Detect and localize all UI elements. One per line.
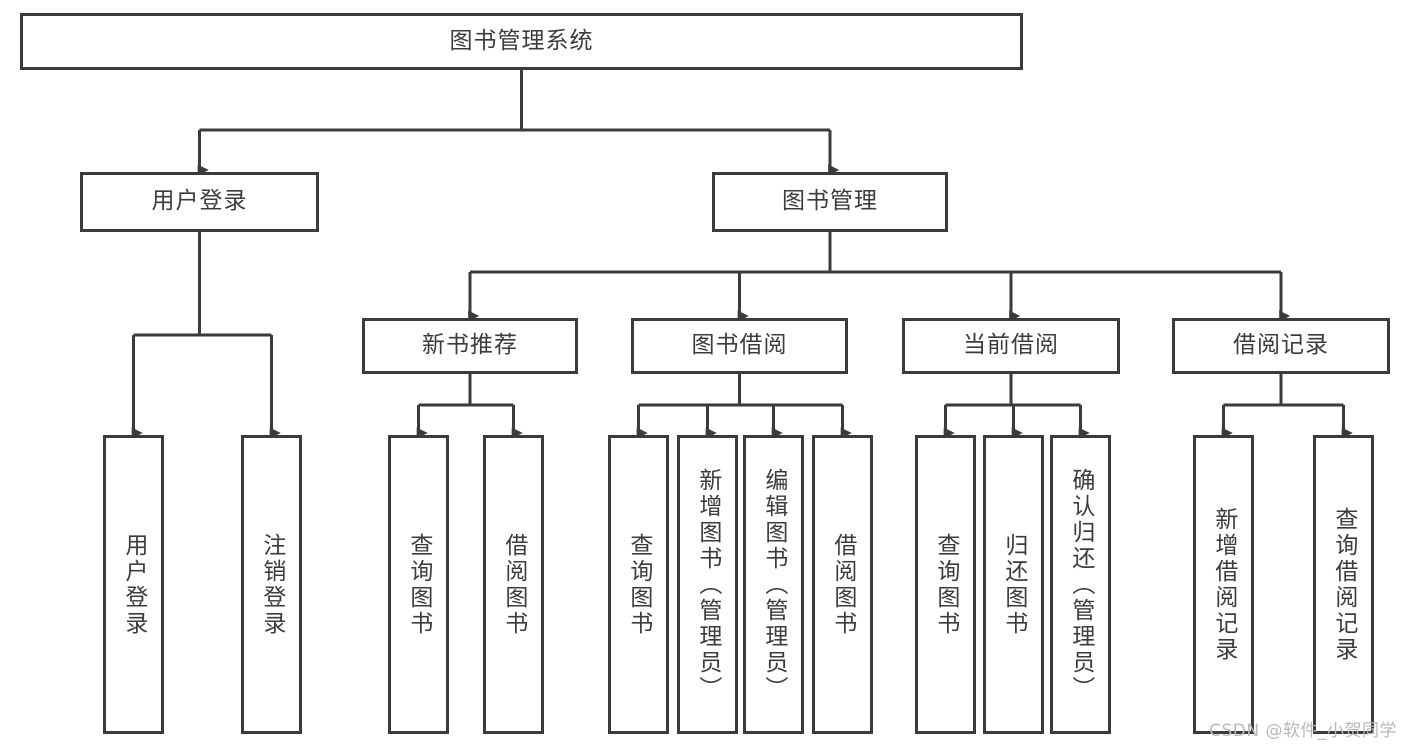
node-leaf-edit-book-admin[interactable]: 编辑图书（管理员）	[743, 435, 804, 734]
node-leaf-query-book-1[interactable]: 查询图书	[388, 435, 449, 734]
node-label: 查询借阅记录	[1330, 506, 1357, 663]
node-label: 图书管理系统	[449, 27, 594, 54]
node-current-borrow[interactable]: 当前借阅	[902, 318, 1120, 374]
node-leaf-user-logout[interactable]: 注销登录	[241, 435, 302, 734]
node-user-login[interactable]: 用户登录	[80, 172, 319, 232]
node-label: 用户登录	[151, 188, 248, 215]
node-leaf-confirm-return-admin[interactable]: 确认归还（管理员）	[1050, 435, 1111, 734]
node-leaf-add-borrow-record[interactable]: 新增借阅记录	[1193, 435, 1254, 734]
node-label: 归还图书	[1000, 532, 1027, 637]
node-book-manage[interactable]: 图书管理	[712, 172, 948, 232]
node-leaf-return-book[interactable]: 归还图书	[983, 435, 1044, 734]
csdn-watermark: CSDN @软件_小贺同学	[1209, 721, 1397, 741]
node-label: 借阅记录	[1233, 332, 1329, 359]
node-label: 借阅图书	[500, 532, 527, 637]
node-label: 查询图书	[405, 532, 432, 637]
node-leaf-user-login[interactable]: 用户登录	[103, 435, 164, 734]
node-leaf-borrow-book-2[interactable]: 借阅图书	[812, 435, 873, 734]
node-leaf-query-book-3[interactable]: 查询图书	[915, 435, 976, 734]
node-label: 图书借阅	[691, 332, 788, 359]
node-label: 新书推荐	[422, 332, 518, 359]
node-new-book-recommend[interactable]: 新书推荐	[362, 318, 578, 374]
node-label: 图书管理	[782, 188, 878, 215]
node-label: 注销登录	[258, 532, 285, 637]
node-leaf-add-book-admin[interactable]: 新增图书（管理员）	[677, 435, 738, 734]
node-label: 借阅图书	[829, 532, 856, 637]
node-label: 查询图书	[932, 532, 959, 637]
node-label: 新增借阅记录	[1210, 506, 1237, 663]
node-label: 当前借阅	[963, 332, 1059, 359]
node-label: 编辑图书（管理员）	[760, 467, 787, 702]
node-label: 新增图书（管理员）	[694, 467, 721, 702]
node-leaf-borrow-book-1[interactable]: 借阅图书	[483, 435, 544, 734]
node-book-borrow[interactable]: 图书借阅	[631, 318, 848, 374]
node-leaf-query-borrow-record[interactable]: 查询借阅记录	[1313, 435, 1374, 734]
node-root[interactable]: 图书管理系统	[20, 13, 1023, 70]
node-borrow-record[interactable]: 借阅记录	[1172, 318, 1390, 374]
node-leaf-query-book-2[interactable]: 查询图书	[608, 435, 669, 734]
node-label: 查询图书	[625, 532, 652, 637]
node-label: 用户登录	[120, 532, 147, 637]
node-label: 确认归还（管理员）	[1067, 467, 1094, 702]
